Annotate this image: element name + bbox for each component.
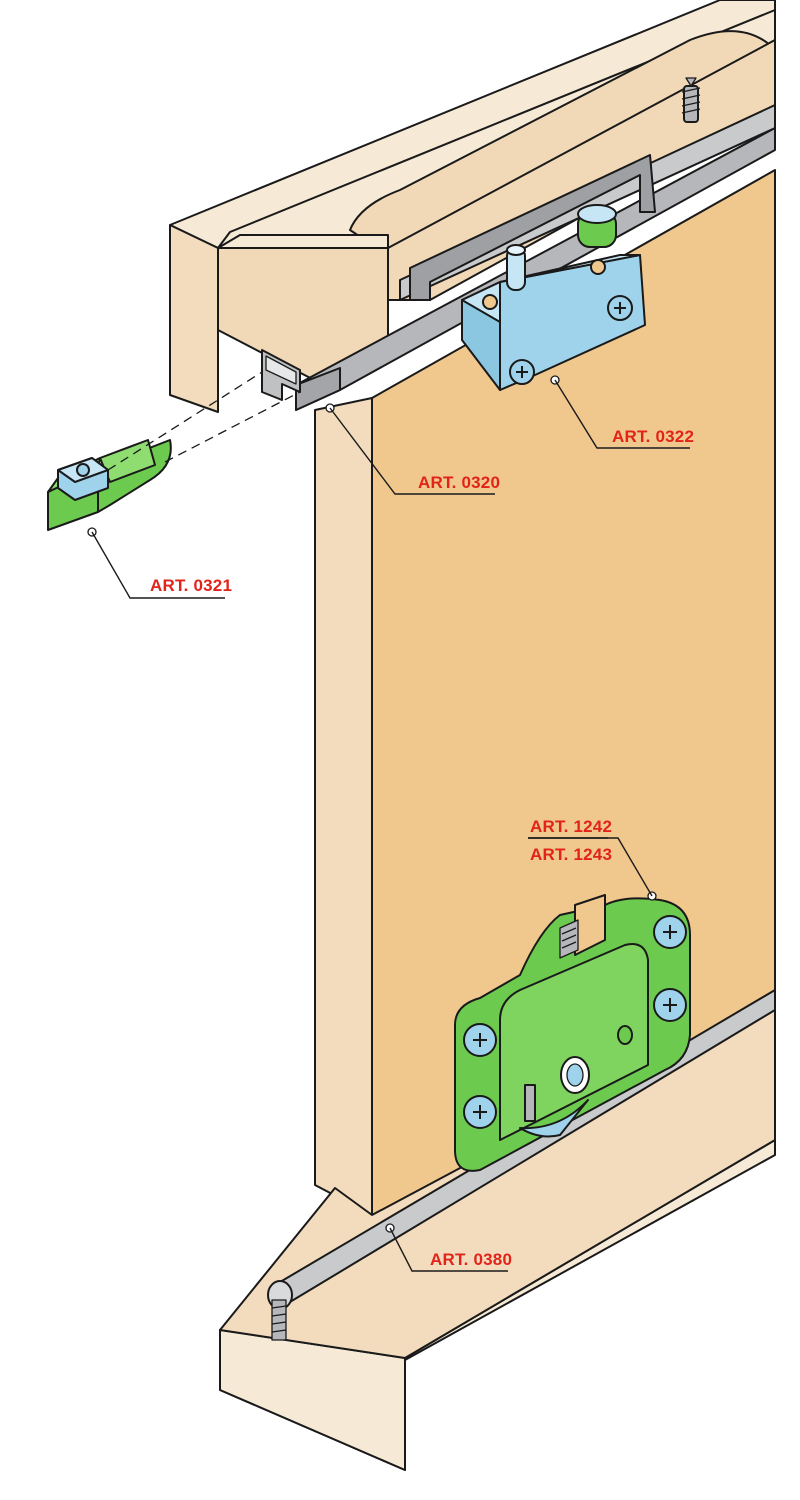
screw-icon <box>463 1095 497 1129</box>
wood-screw-icon <box>681 77 701 123</box>
label-art-1243: ART. 1243 <box>530 845 612 864</box>
screw-icon <box>463 1023 497 1057</box>
screw-icon <box>509 359 535 385</box>
callout-0322: ART. 0322 <box>550 375 694 449</box>
end-stopper-art-0321 <box>47 371 301 531</box>
label-art-0320: ART. 0320 <box>418 473 500 492</box>
top-rail-art-0320 <box>261 104 776 411</box>
top-guide-bracket-art-0322 <box>461 204 646 391</box>
roller-screws <box>463 915 687 1129</box>
callout-0321: ART. 0321 <box>87 527 232 599</box>
screw-icon <box>653 915 687 949</box>
callout-1242-1243: ART. 1242 ART. 1243 <box>528 817 657 901</box>
label-art-0380: ART. 0380 <box>430 1250 512 1269</box>
callout-0320: ART. 0320 <box>325 403 500 495</box>
label-art-1242: ART. 1242 <box>530 817 612 836</box>
screw-icon <box>607 295 633 321</box>
label-art-0322: ART. 0322 <box>612 427 694 446</box>
bottom-roller-art-1242 <box>454 894 691 1172</box>
label-art-0321: ART. 0321 <box>150 576 232 595</box>
screw-icon <box>653 988 687 1022</box>
callout-0380: ART. 0380 <box>385 1223 512 1272</box>
top-beam <box>169 0 776 413</box>
